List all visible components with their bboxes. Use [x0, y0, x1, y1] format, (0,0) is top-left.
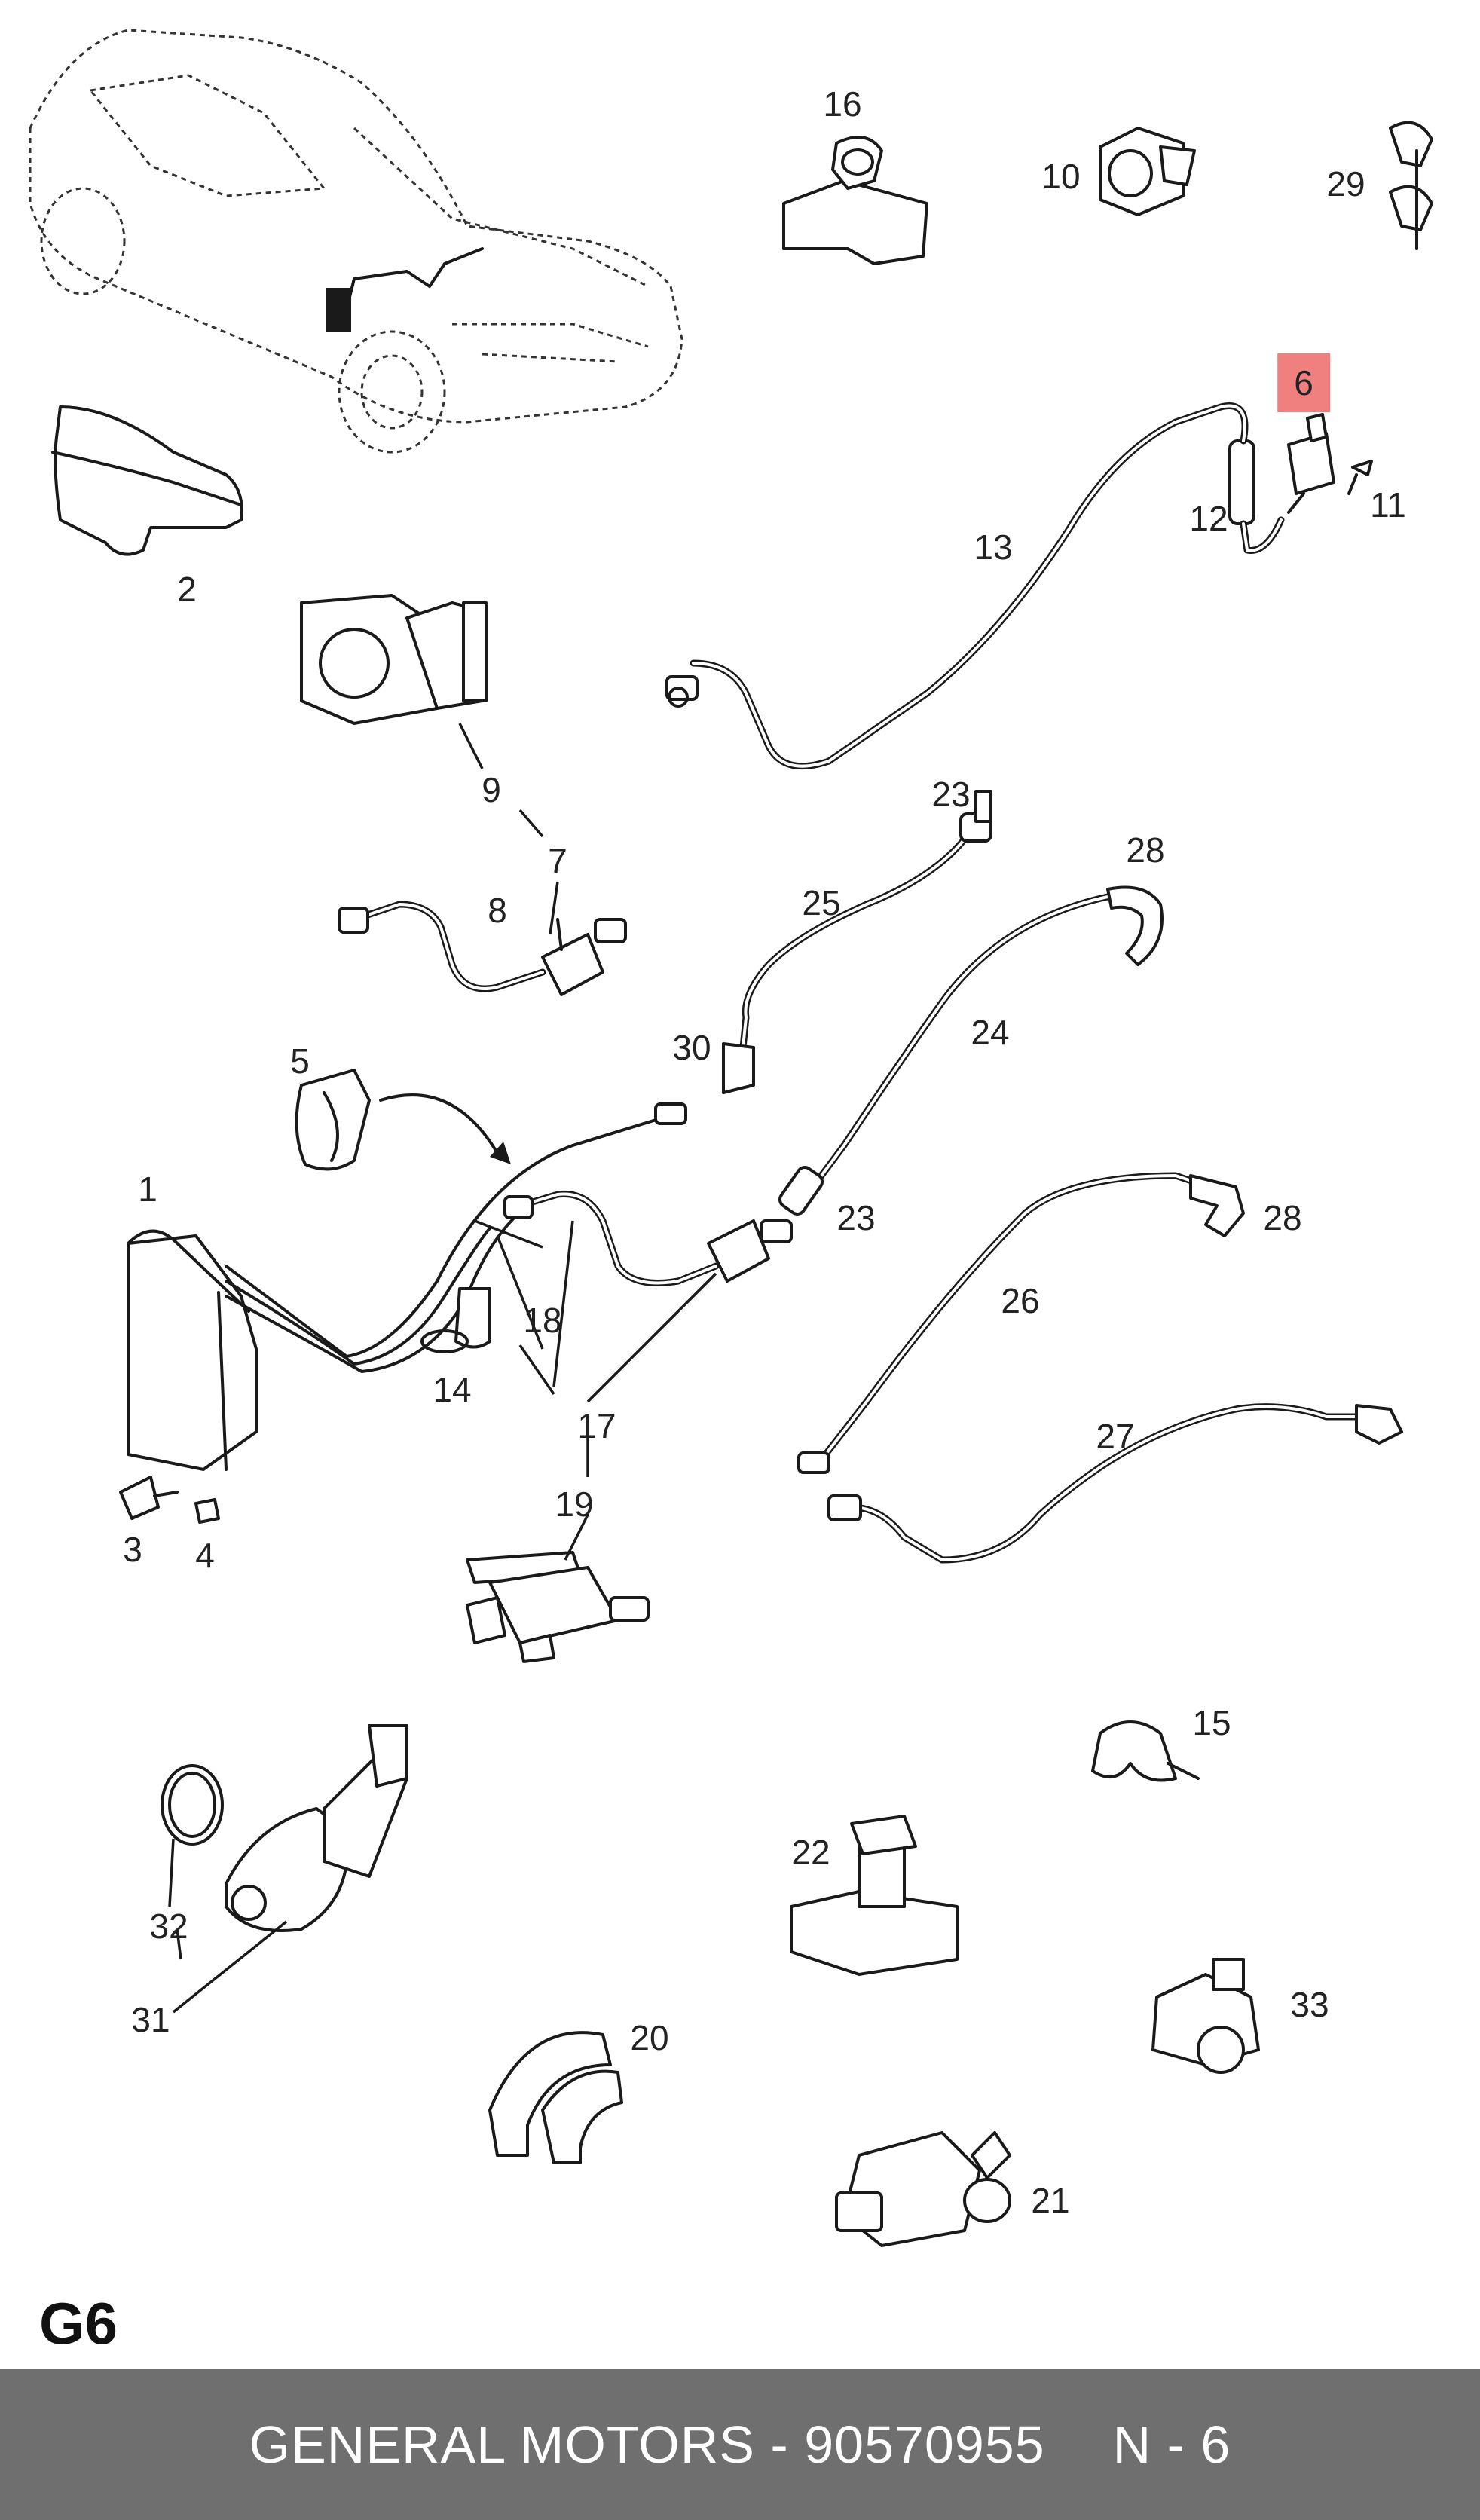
canister-hoses — [225, 1102, 687, 1373]
page-code: G6 — [39, 2290, 118, 2356]
part-15-clip — [1091, 1720, 1200, 1782]
callout-31: 31 — [131, 2000, 170, 2039]
callout-13: 13 — [974, 528, 1013, 567]
callout-24: 24 — [971, 1013, 1010, 1052]
callout-5: 5 — [290, 1041, 310, 1081]
footer-position-label: N - 6 — [1112, 2415, 1231, 2474]
callout-25: 25 — [802, 883, 841, 922]
callout-16: 16 — [823, 84, 862, 124]
part-17-valve — [707, 1219, 793, 1283]
part-28-elbow-bottom — [1189, 1174, 1245, 1237]
part-12-hose — [1228, 439, 1285, 554]
part-26-pipe — [797, 1172, 1202, 1474]
callout-27: 27 — [1096, 1417, 1135, 1456]
part-9-bracket — [300, 594, 488, 725]
part-29-clip — [1389, 121, 1433, 250]
part-19-valve — [466, 1551, 650, 1663]
callout-6: 6 — [1277, 353, 1330, 412]
part-16-clip — [782, 136, 928, 265]
part-18-hose — [503, 1190, 720, 1286]
callout-2: 2 — [177, 570, 197, 609]
part-4-nut — [194, 1498, 220, 1524]
callout-33: 33 — [1290, 1985, 1329, 2024]
part-20-clip — [488, 2031, 623, 2164]
callout-26: 26 — [1001, 1281, 1040, 1320]
part-21-valve — [835, 2131, 1011, 2247]
part-14-sleeve — [420, 1287, 491, 1353]
part-10-grommet — [1099, 127, 1196, 216]
parts-diagram: 16 10 29 6 11 12 13 2 9 7 8 23 25 28 24 … — [29, 29, 1433, 2247]
part-33-clip — [1151, 1958, 1260, 2074]
part-7-valve — [541, 918, 627, 996]
callout-10: 10 — [1041, 157, 1081, 196]
footer-part-number: 90570955 — [804, 2415, 1045, 2474]
part-2-cover — [51, 405, 243, 556]
callout-7: 7 — [548, 841, 567, 880]
part-27-pipe — [827, 1403, 1403, 1564]
part-22-clip — [790, 1815, 959, 1976]
callout-23-bottom: 23 — [836, 1198, 876, 1237]
callout-12: 12 — [1189, 499, 1228, 538]
callout-14: 14 — [433, 1370, 472, 1409]
leader-lines — [168, 723, 717, 2014]
callout-22: 22 — [791, 1833, 830, 1872]
diagram-drawing — [29, 29, 1433, 2247]
callout-29: 29 — [1326, 164, 1365, 203]
part-32-ring — [161, 1764, 224, 1846]
callout-18: 18 — [523, 1301, 562, 1340]
part-13-pipe — [665, 402, 1249, 770]
callout-32: 32 — [149, 1907, 188, 1946]
callout-19: 19 — [555, 1485, 594, 1524]
callout-30: 30 — [672, 1028, 711, 1067]
callout-1: 1 — [138, 1170, 157, 1209]
car-illustration — [29, 29, 683, 454]
callout-17: 17 — [577, 1406, 616, 1445]
callout-28-bottom: 28 — [1263, 1198, 1302, 1237]
part-30-elbow — [722, 1042, 755, 1094]
footer-separator: - — [754, 2415, 805, 2474]
part-31-flange — [225, 1724, 408, 1932]
arrow — [379, 1093, 511, 1164]
part-6-valve — [1287, 413, 1335, 514]
callout-11: 11 — [1370, 485, 1406, 524]
callout-4: 4 — [195, 1536, 215, 1575]
footer-bar: GENERAL MOTORS - 90570955 N - 6 — [0, 2369, 1480, 2520]
part-3-bracket — [119, 1476, 179, 1520]
callout-20: 20 — [630, 2018, 669, 2057]
part-1-canister — [127, 1229, 258, 1471]
part-5-clip — [295, 1069, 371, 1171]
part-8-hose — [338, 901, 546, 992]
callout-9: 9 — [482, 770, 501, 809]
callout-3: 3 — [123, 1530, 142, 1569]
part-24-pipe — [778, 893, 1112, 1216]
part-28-elbow-top — [1106, 885, 1164, 966]
callout-28-top: 28 — [1126, 830, 1165, 870]
footer-brand: GENERAL MOTORS — [249, 2415, 755, 2474]
part-25-pipe — [738, 790, 992, 1059]
callout-23-top: 23 — [931, 775, 971, 814]
callout-8: 8 — [488, 891, 507, 930]
callout-15: 15 — [1192, 1703, 1231, 1742]
part-11-screw — [1347, 460, 1373, 495]
callout-21: 21 — [1031, 2181, 1070, 2220]
